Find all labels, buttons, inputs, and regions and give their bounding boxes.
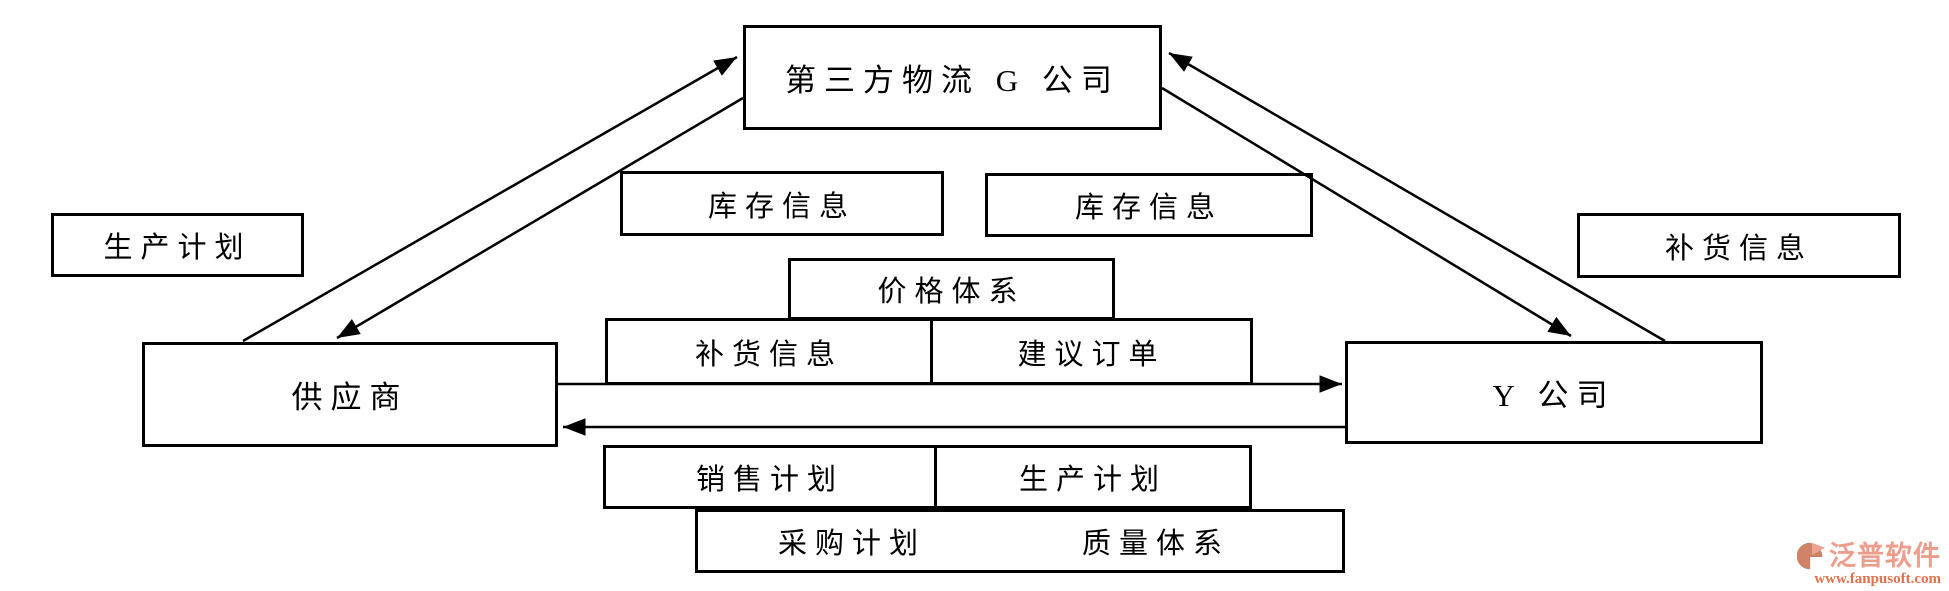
fanpu-logo-icon bbox=[1797, 542, 1825, 570]
node-replenishment-info-right: 补货信息 bbox=[1577, 213, 1901, 278]
node-production-plan-left: 生产计划 bbox=[51, 213, 304, 277]
node-label: 补货信息 bbox=[694, 338, 843, 371]
node-y-company: Y 公司 bbox=[1345, 341, 1763, 444]
node-inventory-info-right: 库存信息 bbox=[985, 173, 1313, 237]
node-label: 补货信息 bbox=[1664, 232, 1813, 265]
node-label: 价格体系 bbox=[877, 276, 1026, 308]
node-label: Y 公司 bbox=[1492, 378, 1616, 413]
node-label: 第三方物流 G 公司 bbox=[785, 63, 1120, 98]
watermark: 泛普软件 www.fanpusoft.com bbox=[1796, 542, 1941, 587]
node-label: 销售计划 bbox=[695, 464, 844, 496]
node-label-quality-system: 质量体系 bbox=[1081, 528, 1230, 560]
node-third-party-logistics: 第三方物流 G 公司 bbox=[743, 25, 1162, 130]
node-production-plan-bottom: 生产计划 bbox=[934, 445, 1252, 509]
node-label: 库存信息 bbox=[707, 190, 856, 223]
node-supplier: 供应商 bbox=[142, 342, 558, 447]
watermark-url: www.fanpusoft.com bbox=[1814, 571, 1941, 587]
node-label: 库存信息 bbox=[1074, 192, 1223, 224]
node-purchase-plan-quality-system: 采购计划 质量体系 bbox=[695, 509, 1345, 573]
node-label: 供应商 bbox=[291, 380, 409, 415]
watermark-brand: 泛普软件 bbox=[1829, 540, 1941, 571]
node-suggested-order: 建议订单 bbox=[930, 318, 1253, 385]
node-label: 生产计划 bbox=[1018, 464, 1167, 496]
node-label: 生产计划 bbox=[103, 232, 252, 264]
node-inventory-info-left: 库存信息 bbox=[620, 171, 944, 236]
node-replenishment-info-mid: 补货信息 bbox=[605, 318, 933, 385]
node-price-system: 价格体系 bbox=[788, 258, 1115, 320]
node-label-purchase-plan: 采购计划 bbox=[778, 528, 927, 560]
node-sales-plan: 销售计划 bbox=[603, 445, 937, 509]
node-label: 建议订单 bbox=[1017, 338, 1166, 371]
